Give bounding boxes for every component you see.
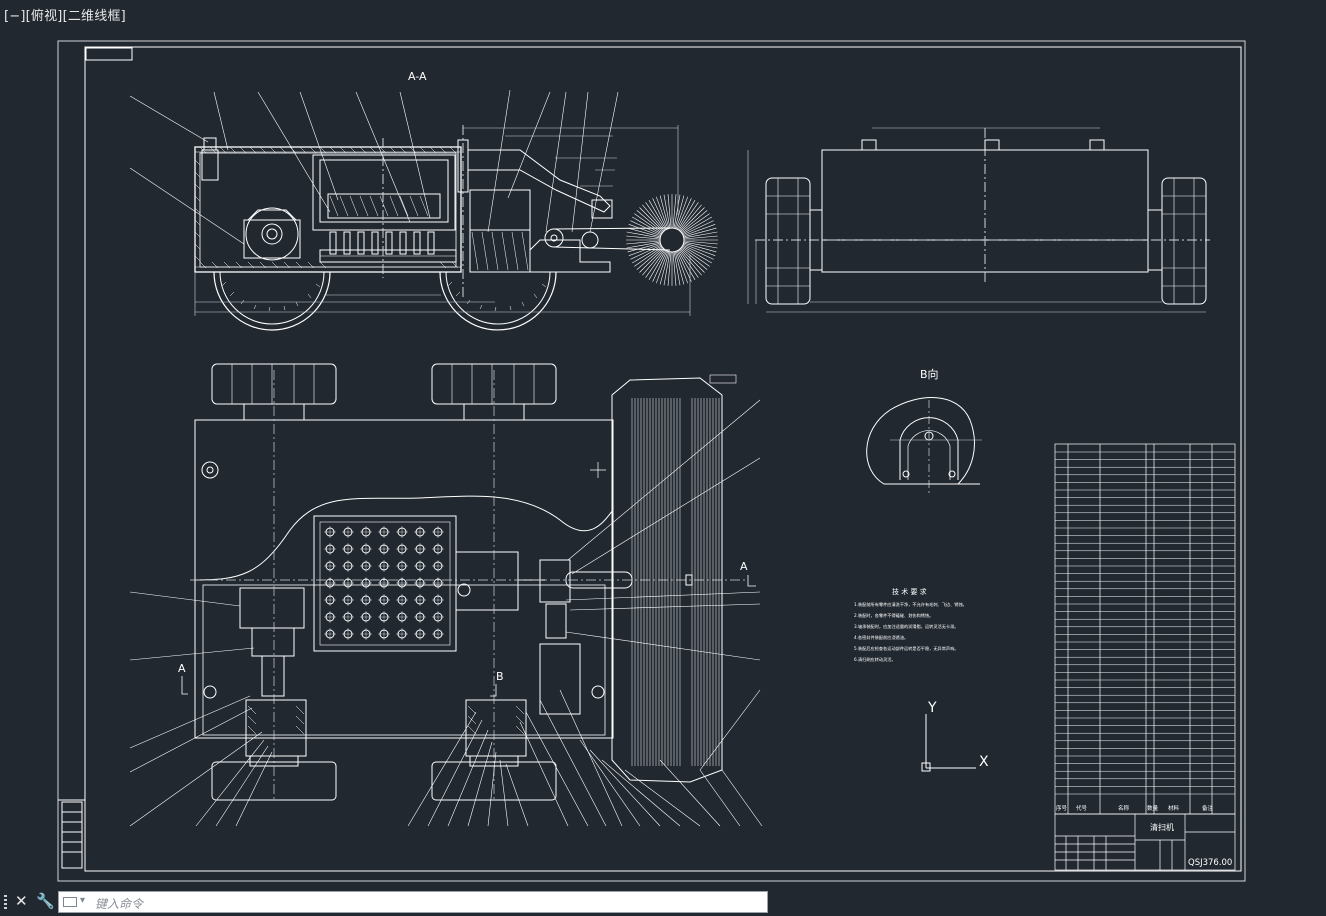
ucs-x-label: X [979, 754, 989, 770]
brush-disc [626, 194, 718, 286]
view-marker-a-left: A [178, 662, 186, 675]
tech-req-line-5: 5.装配后应检查各运动部件运转是否平稳，无异常声响。 [854, 645, 959, 652]
prompt-icon[interactable] [63, 897, 77, 907]
bom-header-material: 材料 [1168, 804, 1180, 812]
chevron-down-icon[interactable]: ▾ [80, 895, 86, 906]
bom-table: 序号 代号 名称 数量 材料 备注 [1054, 443, 1236, 815]
command-input[interactable]: ▾ 键入命令 [58, 891, 768, 913]
view-b: B向 [866, 367, 982, 494]
drawing-canvas[interactable]: A-A [0, 0, 1326, 889]
sheet-inner-border [84, 46, 1242, 872]
command-bar-grip[interactable] [4, 895, 7, 911]
command-placeholder: 键入命令 [95, 897, 144, 911]
sheet-outer-border [57, 40, 1246, 882]
close-icon[interactable]: ✕ [15, 892, 28, 910]
tech-req-line-1: 1.装配前所有零件应清洗干净，不允许有毛刺、飞边、锈蚀。 [854, 601, 967, 608]
title-block-name: 清扫机 [1150, 822, 1174, 832]
tech-req-line-2: 2.装配时，各零件不得磕碰、划伤和锈蚀。 [854, 612, 933, 619]
plate-holes [324, 526, 444, 640]
bom-header-code: 代号 [1076, 804, 1088, 812]
bom-header-name: 名称 [1118, 804, 1130, 812]
bom-header-remark: 备注 [1202, 804, 1214, 812]
viewport-controls[interactable]: [−][俯视][二维线框] [4, 5, 126, 24]
title-block-code: QSJ376.00 [1188, 858, 1232, 868]
bom-header-qty: 数量 [1147, 804, 1159, 812]
command-bar: ✕ 🔧 ▾ 键入命令 [0, 889, 1326, 916]
tech-req-line-3: 3.轴承装配时，应加注适量的润滑脂，运转灵活无卡滞。 [854, 623, 959, 630]
bom-rows [1055, 451, 1235, 795]
section-a-a-view: A-A [129, 70, 718, 331]
view-marker-a-right: A [740, 560, 748, 573]
corner-tag [85, 47, 133, 61]
tech-req-title: 技 术 要 求 [892, 587, 927, 596]
left-strip-cells [61, 801, 83, 869]
ucs-icon: Y X [921, 700, 989, 772]
wrench-icon[interactable]: 🔧 [36, 892, 55, 910]
tech-req-line-4: 4.各密封件装配前应浸透油。 [854, 634, 908, 641]
ucs-y-label: Y [927, 700, 937, 716]
bom-header-no: 序号 [1056, 804, 1068, 812]
view-b-title: B向 [920, 367, 939, 381]
side-view [747, 127, 1210, 313]
title-block: 清扫机 QSJ376.00 [1054, 813, 1236, 871]
viewport-label-text[interactable]: [−][俯视][二维线框] [4, 9, 126, 24]
view-marker-b: B [496, 670, 504, 683]
technical-requirements: 技 术 要 求 1.装配前所有零件应清洗干净，不允许有毛刺、飞边、锈蚀。 2.装… [854, 587, 967, 663]
tech-req-line-6: 6.清扫刷应转动灵活。 [854, 656, 896, 663]
section-title: A-A [408, 70, 427, 83]
brush-bristles [631, 398, 720, 766]
plan-view: A A B [129, 363, 763, 827]
